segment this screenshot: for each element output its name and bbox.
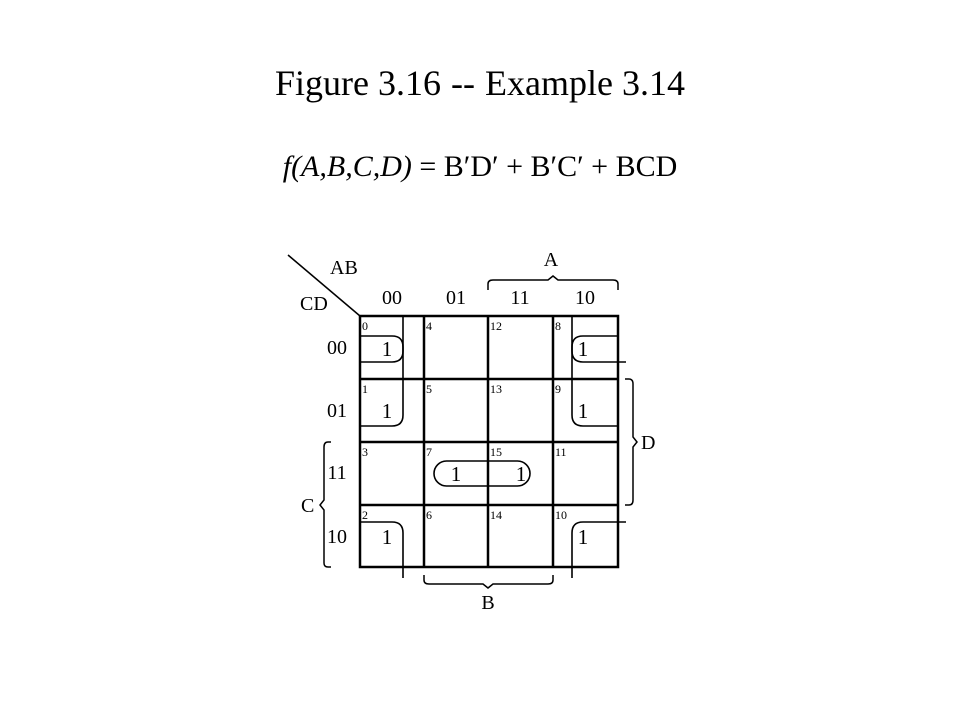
function-expression: = B′D′ + B′C′ + BCD bbox=[411, 150, 678, 183]
cell-index: 1 bbox=[362, 382, 368, 396]
cell-index: 13 bbox=[490, 382, 502, 396]
title-separator: -- bbox=[451, 63, 476, 103]
group-bd-top-left bbox=[360, 316, 404, 363]
cell-index: 5 bbox=[426, 382, 432, 396]
example-number: Example 3.14 bbox=[485, 63, 685, 103]
cell-value: 1 bbox=[382, 337, 393, 361]
group-bc-right bbox=[571, 335, 618, 427]
col-header-11: 11 bbox=[510, 287, 529, 309]
cell-index: 7 bbox=[426, 445, 432, 459]
brace-c bbox=[319, 441, 331, 568]
group-bcd bbox=[433, 460, 531, 487]
brace-label-b: B bbox=[481, 592, 494, 614]
cell-value: 1 bbox=[382, 399, 393, 423]
cell-index: 0 bbox=[362, 319, 368, 333]
cell-value: 1 bbox=[578, 525, 589, 549]
col-var-label: AB bbox=[330, 257, 358, 279]
group-bd-bottom-right bbox=[571, 521, 626, 578]
row-header-00: 00 bbox=[327, 337, 347, 359]
cell-value: 1 bbox=[451, 462, 462, 486]
kmap-grid bbox=[358, 314, 620, 569]
col-header-10: 10 bbox=[575, 287, 595, 309]
brace-label-a: A bbox=[544, 249, 559, 271]
cell-index: 10 bbox=[555, 508, 567, 522]
cell-index: 8 bbox=[555, 319, 561, 333]
cell-value: 1 bbox=[382, 525, 393, 549]
figure-title: Figure 3.16--Example 3.14 bbox=[0, 62, 960, 104]
brace-d bbox=[625, 378, 638, 506]
cell-index: 2 bbox=[362, 508, 368, 522]
group-bd-bottom-left bbox=[360, 521, 404, 578]
brace-b bbox=[423, 575, 554, 589]
cell-index: 4 bbox=[426, 319, 432, 333]
brace-label-d: D bbox=[641, 432, 655, 454]
figure-number: Figure 3.16 bbox=[275, 63, 442, 103]
col-header-00: 00 bbox=[382, 287, 402, 309]
cell-index: 12 bbox=[490, 319, 502, 333]
cell-index: 3 bbox=[362, 445, 368, 459]
cell-index: 9 bbox=[555, 382, 561, 396]
col-header-01: 01 bbox=[446, 287, 466, 309]
cell-value: 1 bbox=[516, 462, 527, 486]
cell-value: 1 bbox=[578, 337, 589, 361]
brace-label-c: C bbox=[301, 495, 314, 517]
cell-value: 1 bbox=[578, 399, 589, 423]
function-name: f(A,B,C,D) bbox=[282, 150, 412, 183]
row-var-label: CD bbox=[300, 293, 328, 315]
row-header-10: 10 bbox=[327, 526, 347, 548]
cell-index: 6 bbox=[426, 508, 432, 522]
brace-a bbox=[487, 275, 619, 290]
group-bd-top-right bbox=[571, 316, 626, 363]
corner-diagonal bbox=[287, 254, 361, 317]
group-bc-left bbox=[360, 335, 404, 427]
boolean-equation: f(A,B,C,D) = B′D′ + B′C′ + BCD bbox=[0, 150, 960, 184]
row-header-01: 01 bbox=[327, 400, 347, 422]
cell-index: 14 bbox=[490, 508, 502, 522]
cell-index: 15 bbox=[490, 445, 502, 459]
row-header-11: 11 bbox=[327, 462, 346, 484]
cell-index: 11 bbox=[555, 445, 567, 459]
